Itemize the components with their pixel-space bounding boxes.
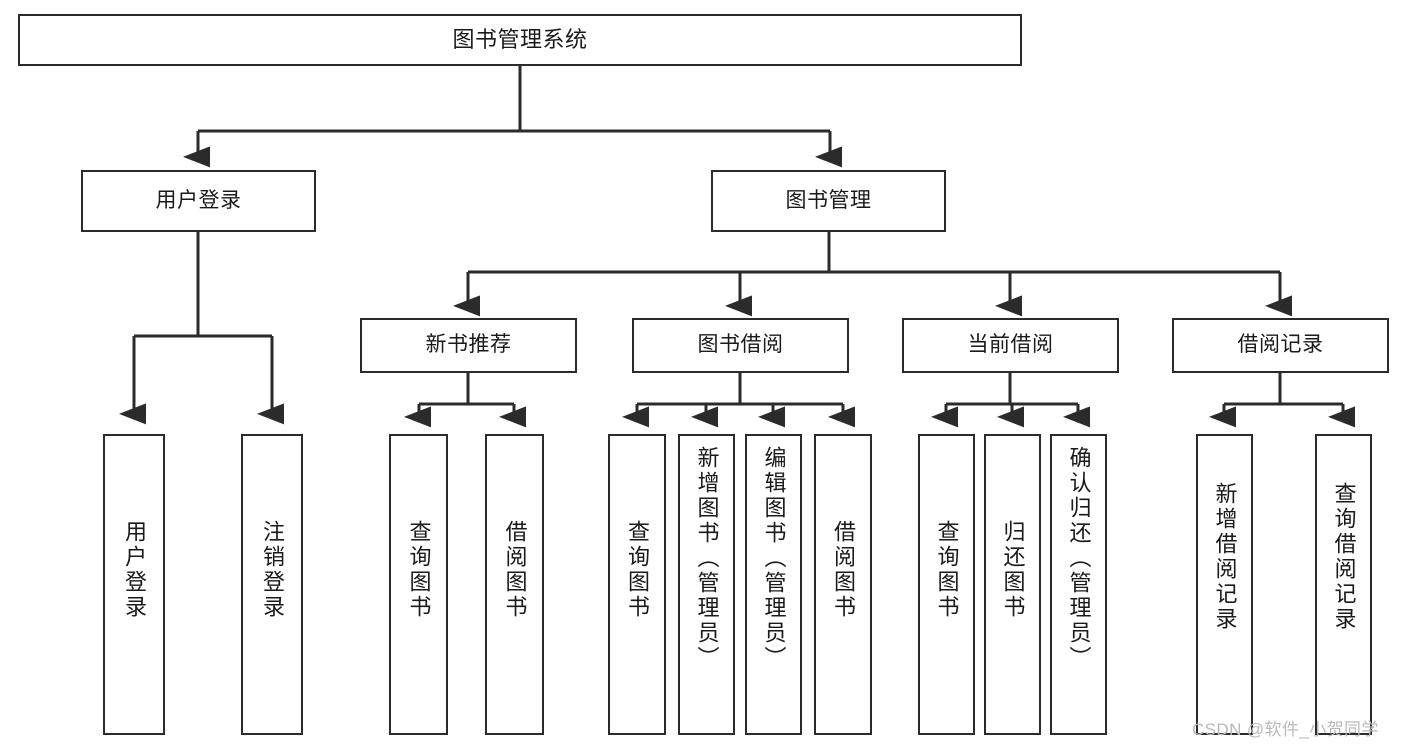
node-label: 借阅图书 <box>502 520 528 620</box>
watermark-text: CSDN @软件_小贺同学 <box>1192 720 1379 739</box>
node-leaf-query-borrow-record[interactable]: 查询借阅记录 <box>1315 434 1372 735</box>
node-leaf-add-borrow-record[interactable]: 新增借阅记录 <box>1196 434 1253 735</box>
node-book-management[interactable]: 图书管理 <box>711 170 946 232</box>
node-label: 归还图书 <box>1000 520 1026 620</box>
node-book-borrow[interactable]: 图书借阅 <box>632 318 849 373</box>
node-label: 借阅记录 <box>1237 333 1324 357</box>
node-leaf-edit-book-admin[interactable]: 编辑图书（管理员） <box>745 434 802 735</box>
node-label: 新书推荐 <box>425 333 512 357</box>
node-leaf-confirm-return-admin[interactable]: 确认归还（管理员） <box>1050 434 1107 735</box>
node-label: 图书管理 <box>785 188 872 212</box>
node-current-borrow[interactable]: 当前借阅 <box>902 318 1119 373</box>
node-label: 当前借阅 <box>967 333 1054 357</box>
node-label: 图书管理系统 <box>452 27 588 53</box>
node-label: 新增借阅记录 <box>1212 482 1238 632</box>
node-leaf-query-books-recommend[interactable]: 查询图书 <box>389 434 448 735</box>
node-label: 图书借阅 <box>697 333 784 357</box>
node-label: 查询图书 <box>625 520 650 620</box>
node-label: 注销登录 <box>260 520 285 620</box>
node-label: 查询借阅记录 <box>1331 482 1357 632</box>
node-label: 查询图书 <box>934 520 960 620</box>
node-label: 确认归还（管理员） <box>1066 446 1092 671</box>
node-borrow-records[interactable]: 借阅记录 <box>1172 318 1389 373</box>
node-new-book-recommend[interactable]: 新书推荐 <box>360 318 577 373</box>
node-leaf-logout[interactable]: 注销登录 <box>241 434 303 735</box>
node-user-login[interactable]: 用户登录 <box>81 170 316 232</box>
node-label: 用户登录 <box>155 188 242 212</box>
node-leaf-query-books-current[interactable]: 查询图书 <box>918 434 975 735</box>
node-leaf-add-book-admin[interactable]: 新增图书（管理员） <box>678 434 735 735</box>
node-label: 新增图书（管理员） <box>694 446 720 671</box>
node-leaf-borrow-books-recommend[interactable]: 借阅图书 <box>485 434 544 735</box>
node-label: 借阅图书 <box>831 520 856 620</box>
node-label: 查询图书 <box>406 520 432 620</box>
node-label: 用户登录 <box>122 520 147 620</box>
node-leaf-borrow-books[interactable]: 借阅图书 <box>814 434 872 735</box>
node-root-book-management-system[interactable]: 图书管理系统 <box>18 14 1022 66</box>
node-leaf-user-login[interactable]: 用户登录 <box>103 434 165 735</box>
node-label: 编辑图书（管理员） <box>761 446 787 671</box>
node-leaf-return-books[interactable]: 归还图书 <box>984 434 1041 735</box>
node-leaf-query-books-borrow[interactable]: 查询图书 <box>608 434 666 735</box>
